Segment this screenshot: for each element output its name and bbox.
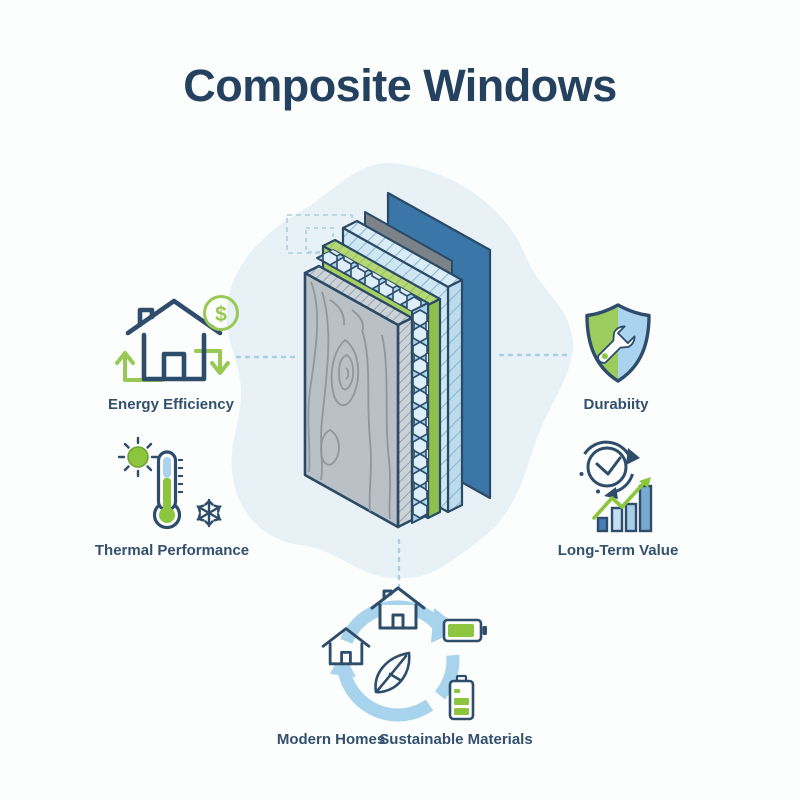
thermometer-glyph [152,450,183,530]
clock-glyph [579,440,640,499]
layer-wood-front-panel [303,264,414,529]
shield-outline [585,303,651,383]
bar-chart-glyph [596,484,653,533]
snowflake-glyph [196,498,222,528]
page-title: Composite Windows [183,60,617,111]
feature-label-energy-efficiency: Energy Efficiency [108,396,234,413]
cycle-label-sustainable-materials: Sustainable Materials [379,731,533,748]
leaf-icon [374,651,411,694]
battery-vertical-icon [448,674,475,721]
house-dollar-recycle-icon: $ [100,283,245,393]
battery-horizontal-icon [442,618,487,643]
house-icon-left [321,627,371,666]
dollar-circle [203,295,239,331]
dashed-callout-rect-inner [305,227,334,253]
sun-thermometer-snowflake-icon [95,430,235,545]
feature-label-thermal-performance: Thermal Performance [94,542,250,559]
sun-glyph [117,436,159,478]
wrench-glyph [597,325,636,364]
house-icon-top [370,586,426,630]
shield-wrench-icon [578,298,660,399]
shield-left-half [587,305,618,381]
clock-growth-chart-icon [570,438,670,555]
feature-label-durability: Durabiity [583,396,649,413]
growth-arrow-glyph [592,477,651,520]
house-outline [125,298,223,382]
wood-grain-lines [307,281,392,520]
sustainability-cycle-diagram [298,578,503,735]
dollar-symbol: $ [215,303,227,326]
cycle-label-modern-homes: Modern Homes [276,731,386,748]
feature-label-long-term-value: Long-Term Value [557,542,679,559]
